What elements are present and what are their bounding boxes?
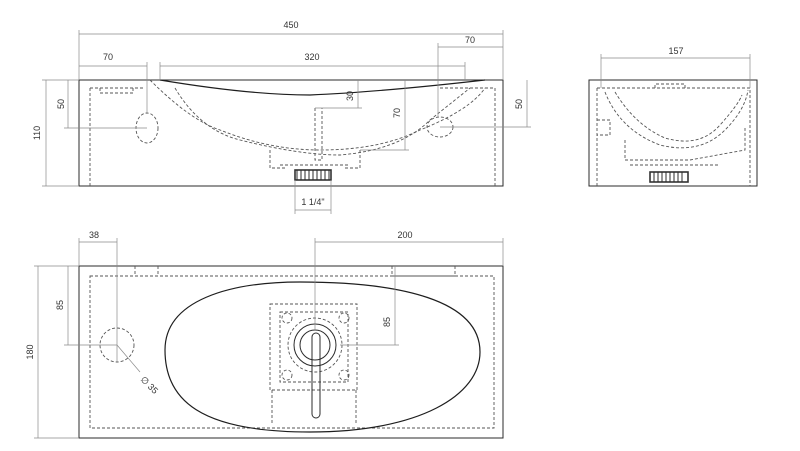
front-dim-bowl: 320 xyxy=(159,52,466,80)
front-dim-bowl-depth: 30 xyxy=(315,80,362,109)
top-screw-tl xyxy=(281,312,293,324)
top-dim-hole-depth: 85 xyxy=(55,266,117,346)
top-hidden-inner xyxy=(89,275,495,429)
dim-total-width: 450 xyxy=(283,20,298,30)
dim-drain-thread: 1 1/4" xyxy=(301,197,324,207)
dim-hole-height-left: 50 xyxy=(56,99,66,109)
side-hidden-drain xyxy=(624,128,746,166)
front-drain-thread xyxy=(280,164,350,181)
side-hidden-overflow xyxy=(597,119,611,136)
top-drain-ring-inner xyxy=(299,329,331,361)
top-hidden-tab-left xyxy=(134,266,159,277)
dim-side-depth: 157 xyxy=(668,46,683,56)
dim-drain-offset: 200 xyxy=(397,230,412,240)
side-hidden-bowl-inner xyxy=(614,91,743,142)
side-view: 157 xyxy=(588,46,758,187)
top-screw-br xyxy=(338,369,350,381)
top-outline xyxy=(78,265,504,439)
top-hidden-channel xyxy=(271,390,357,425)
top-screw-tr xyxy=(338,312,350,324)
front-dim-hole-left: 50 xyxy=(56,80,147,129)
dim-height: 110 xyxy=(32,126,42,140)
dim-hole-offset: 38 xyxy=(89,230,99,240)
dim-right-offset: 70 xyxy=(465,35,475,45)
top-screw-bl xyxy=(281,369,293,381)
dim-bowl-depth: 30 xyxy=(345,91,355,101)
dim-left-offset: 70 xyxy=(103,52,113,62)
front-hidden-body xyxy=(89,87,496,186)
top-hidden-tab-right xyxy=(391,266,456,277)
dim-drain-depth: 70 xyxy=(392,108,402,118)
top-hole-leader xyxy=(116,344,141,373)
side-hidden-bowl xyxy=(604,89,749,149)
top-dim-total-depth: 180 xyxy=(25,265,79,439)
front-dim-hole-right: 50 xyxy=(440,80,531,128)
front-bowl-rim xyxy=(159,79,486,96)
front-dim-drain-depth: 70 xyxy=(360,80,409,151)
dim-total-depth: 180 xyxy=(25,344,35,359)
front-dim-drain-thread: 1 1/4" xyxy=(294,180,332,214)
front-dim-height: 110 xyxy=(32,79,79,187)
front-hidden-tab-left xyxy=(99,88,134,94)
side-hidden-tab xyxy=(654,83,686,88)
top-drain-inner xyxy=(279,311,349,383)
top-dim-drain-offset: 200 xyxy=(314,230,504,330)
dim-hole-height-right: 50 xyxy=(514,99,524,109)
front-view: 450 70 320 70 110 50 xyxy=(32,20,531,214)
top-dim-drain-depth: 85 xyxy=(340,266,399,346)
dim-hole-depth: 85 xyxy=(55,300,65,310)
front-outline xyxy=(78,79,504,187)
dim-drain-depth: 85 xyxy=(382,317,392,327)
dim-hole-diameter: ∅ 35 xyxy=(139,374,160,395)
side-outline xyxy=(588,79,758,187)
front-hidden-overflow xyxy=(314,108,323,161)
front-hidden-drain-right xyxy=(345,150,361,169)
front-hidden-bowl-left xyxy=(149,79,486,151)
front-dim-right-offset: 70 xyxy=(437,35,503,117)
top-overflow-slot xyxy=(311,332,321,419)
side-drain-thread xyxy=(649,171,689,183)
front-dim-total: 450 xyxy=(78,20,504,80)
front-dim-left-offset: 70 xyxy=(79,52,148,113)
top-basin xyxy=(164,281,481,433)
top-dim-hole-offset: 38 xyxy=(78,230,118,362)
dim-bowl-width: 320 xyxy=(304,52,319,62)
side-dim-depth: 157 xyxy=(600,46,751,88)
front-hidden-drain-left xyxy=(269,150,285,169)
front-hidden-bowl-inner xyxy=(174,87,471,156)
top-drain-base xyxy=(269,303,358,391)
top-view: 38 200 85 85 180 ∅ 35 xyxy=(25,230,504,439)
